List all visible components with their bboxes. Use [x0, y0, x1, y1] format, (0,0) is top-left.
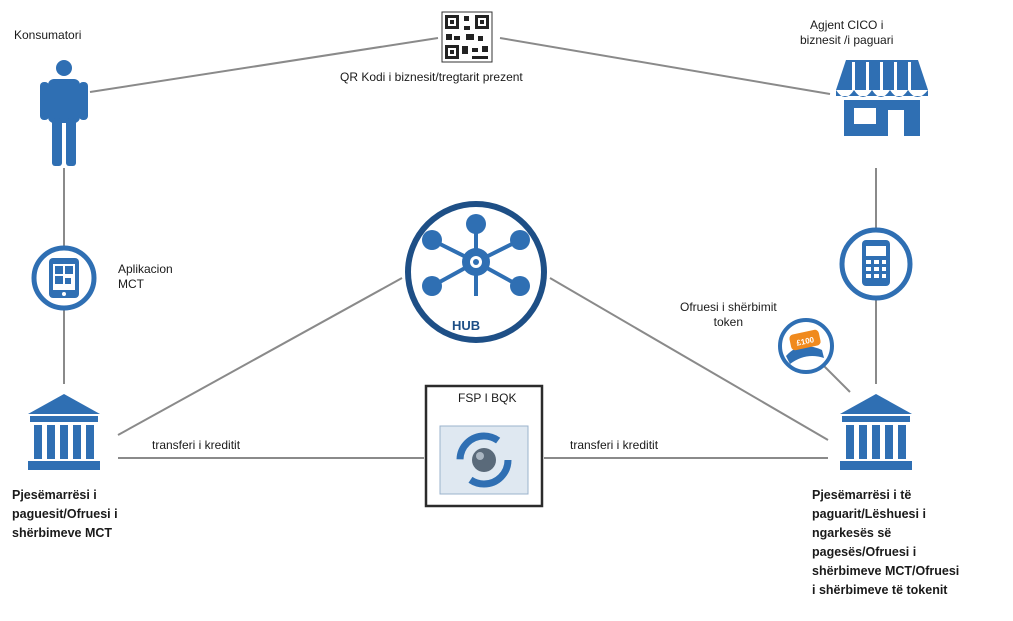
consumer-label: Konsumatori [14, 28, 82, 42]
line-payerbank-hub [117, 277, 403, 436]
payee-bank-line: i shërbimeve të tokenit [812, 583, 948, 597]
person-icon [40, 60, 88, 166]
agent-label: Agjent CICO i biznesit /i paguari [800, 18, 893, 48]
exchange-icon [439, 425, 529, 495]
payer-bank-line: shërbimeve MCT [12, 526, 113, 540]
hub-label: HUB [452, 318, 481, 333]
agent-label-line2: biznesit /i paguari [800, 33, 894, 47]
network-hub-icon [405, 201, 547, 343]
token-chip-text: £100 [796, 335, 816, 348]
connector-lines [63, 37, 877, 459]
line-token-payeebank [823, 365, 851, 393]
mobile-app-icon [31, 245, 97, 311]
qr-caption: QR Kodi i biznesit/tregtarit prezent [340, 70, 523, 84]
payer-bank-line: Pjesëmarrësi i [12, 488, 97, 502]
payee-bank-line: shërbimeve MCT/Ofruesi [812, 564, 960, 578]
payee-bank-line: ngarkesës së [812, 526, 892, 540]
payee-bank-line: pagesës/Ofruesi i [812, 545, 917, 559]
app-label-line2: MCT [118, 277, 144, 291]
token-label-line1: Ofruesi i shërbimit [680, 300, 777, 314]
transfer-right-label: transferi i kreditit [570, 438, 659, 452]
payee-bank-line: paguarit/Lëshuesi i [812, 507, 926, 521]
payer-bank-label: Pjesëmarrësi i paguesit/Ofruesi i shërbi… [12, 486, 118, 543]
transfer-left-label: transferi i kreditit [152, 438, 241, 452]
fsp-label: FSP I BQK [458, 391, 517, 405]
app-label: Aplikacion MCT [118, 262, 173, 292]
payee-bank-line: Pjesëmarrësi i të [812, 488, 912, 502]
app-label-line1: Aplikacion [118, 262, 173, 276]
agent-label-line1: Agjent CICO i [810, 18, 884, 32]
bank-icon [28, 394, 100, 470]
line-hub-payeebank [549, 277, 829, 441]
line-qr-agent [499, 37, 831, 95]
token-label: Ofruesi i shërbimit token [680, 300, 777, 330]
pos-terminal-icon [839, 227, 913, 301]
token-card-icon: £100 [778, 318, 834, 374]
payee-bank-label: Pjesëmarrësi i të paguarit/Lëshuesi i ng… [812, 486, 959, 600]
qr-code-icon [441, 11, 493, 63]
storefront-icon [836, 60, 928, 136]
token-label-line2: token [713, 315, 744, 329]
line-qr-consumer [89, 37, 439, 93]
bank-icon [840, 394, 912, 470]
payer-bank-line: paguesit/Ofruesi i [12, 507, 118, 521]
